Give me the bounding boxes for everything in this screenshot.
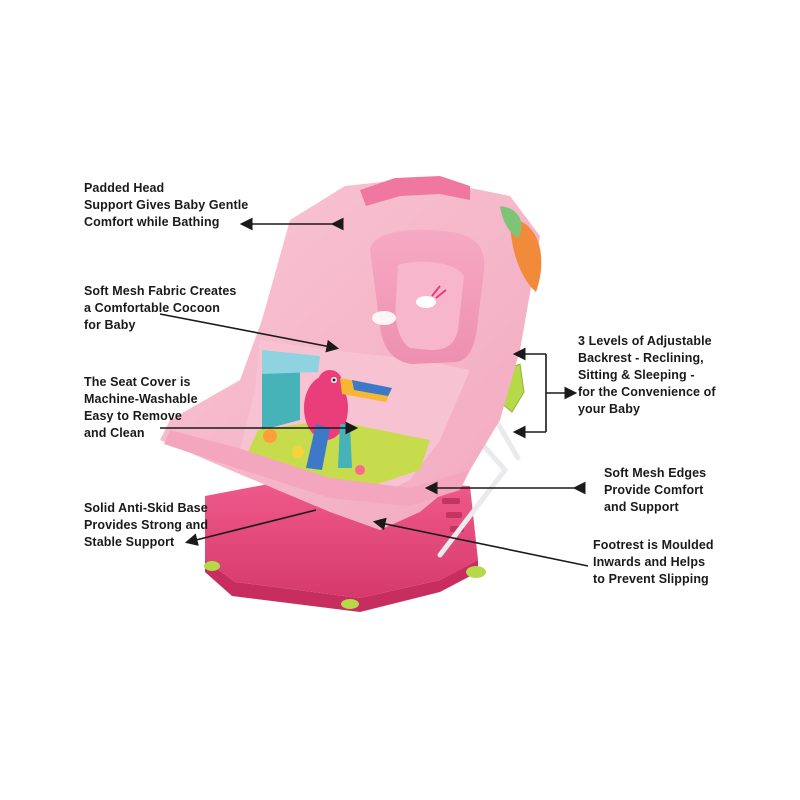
callout-mesh-fabric: Soft Mesh Fabric Creates a Comfortable C… [84,284,237,332]
arrow-footrest [372,517,589,567]
callout-anti-skid: Solid Anti-Skid Base Provides Strong and… [84,501,209,549]
callout-head-support: Padded Head Support Gives Baby Gentle Co… [84,181,249,229]
toucan-print [304,370,392,470]
arrow-anti-skid [184,509,317,546]
side-band [164,430,470,506]
callout-footrest: Footrest is Moulded Inwards and Helps to… [593,538,714,586]
arrow-mesh-fabric [159,313,340,353]
top-strip [360,176,470,206]
callout-seat-cover: The Seat Cover is Machine-Washable Easy … [84,375,198,440]
arrow-backrest [512,347,578,439]
callout-mesh-edges: Soft Mesh Edges Provide Comfort and Supp… [604,466,707,514]
callout-backrest: 3 Levels of Adjustable Backrest - Reclin… [578,334,716,416]
head-pillow [370,229,485,364]
